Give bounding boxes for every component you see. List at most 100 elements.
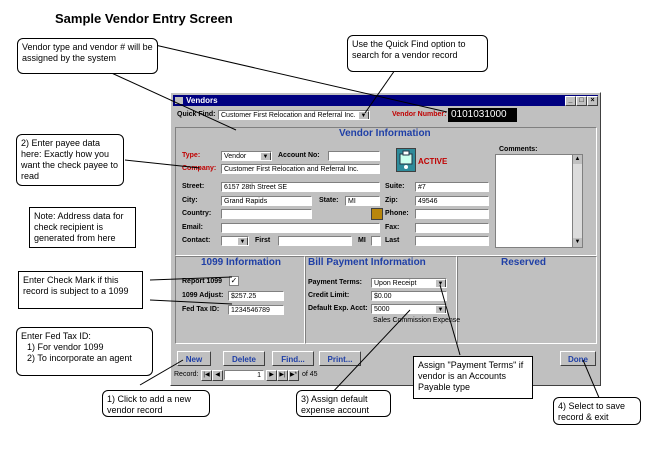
phone-label: Phone: (385, 210, 409, 217)
comments-label: Comments: (499, 146, 538, 153)
vendor-status-icon (396, 148, 416, 172)
title-bar: Vendors _ □ × (173, 95, 598, 106)
zip-label: Zip: (385, 197, 398, 204)
suite-label: Suite: (385, 183, 405, 190)
credit-limit-label: Credit Limit: (308, 292, 350, 299)
close-button[interactable]: × (587, 96, 598, 106)
first-label: First (255, 237, 271, 244)
callout-new-record: 1) Click to add a new vendor record (102, 390, 210, 417)
last-name-field[interactable] (415, 236, 489, 246)
report-1099-checkbox[interactable]: ✓ (229, 276, 239, 286)
fax-label: Fax: (385, 224, 400, 231)
minimize-button[interactable]: _ (565, 96, 576, 106)
type-value: Vendor (224, 153, 247, 160)
fax-field[interactable] (415, 223, 489, 233)
account-no-label: Account No: (278, 152, 320, 159)
suite-field[interactable]: #7 (415, 182, 489, 192)
default-exp-label: Default Exp. Acct: (308, 305, 368, 312)
comments-scrollbar[interactable]: ▲ ▼ (572, 155, 582, 247)
callout-payee: 2) Enter payee data here: Exactly how yo… (16, 134, 124, 186)
state-field[interactable]: MI (345, 196, 380, 206)
fed-tax-field[interactable]: 1234546789 (228, 305, 284, 315)
page-title: Sample Vendor Entry Screen (55, 11, 233, 26)
default-exp-description: Sales Commission Expense (373, 317, 461, 324)
window-title: Vendors (186, 96, 218, 105)
first-name-field[interactable] (278, 236, 352, 246)
nav-new-icon[interactable]: ▶* (288, 370, 299, 381)
section-1099-heading: 1099 Information (201, 257, 282, 268)
section-reserved-heading: Reserved (501, 257, 547, 268)
street-label: Street: (182, 183, 205, 190)
email-label: Email: (182, 224, 204, 231)
mi-label: MI (358, 237, 366, 244)
email-field[interactable] (221, 223, 380, 233)
street-field[interactable]: 6157 28th Street SE (221, 182, 380, 192)
report-1099-label: Report 1099 (182, 278, 223, 285)
vendors-window: Vendors _ □ × Quick Find: Customer First… (170, 92, 601, 386)
find-button[interactable]: Find... (272, 351, 314, 366)
quick-find-value: Customer First Relocation and Referral I… (221, 112, 356, 119)
folder-icon[interactable] (371, 208, 383, 220)
comments-box[interactable]: ▲ ▼ (495, 154, 583, 248)
type-select[interactable]: Vendor ▼ (221, 151, 272, 161)
callout-quick-find: Use the Quick Find option to search for … (347, 35, 488, 72)
nav-last-icon[interactable]: ▶| (277, 370, 288, 381)
zip-field[interactable]: 49546 (415, 196, 489, 206)
status-badge: ACTIVE (418, 157, 448, 166)
delete-button[interactable]: Delete (223, 351, 265, 366)
default-exp-value: 5000 (374, 306, 390, 313)
record-total: of 45 (302, 371, 318, 378)
contact-label: Contact: (182, 237, 211, 244)
window-icon (175, 97, 183, 104)
callout-fed-tax-item-1: 1) For vendor 1099 (27, 342, 104, 352)
nav-first-icon[interactable]: |◀ (201, 370, 212, 381)
account-no-field[interactable] (328, 151, 380, 161)
scroll-up-icon[interactable]: ▲ (573, 155, 582, 164)
dropdown-arrow-icon[interactable]: ▼ (435, 305, 446, 313)
record-navigator: Record: |◀ ◀ 1 ▶ ▶| ▶* of 45 (174, 370, 324, 381)
vendor-info-panel (175, 127, 597, 256)
done-button[interactable]: Done (560, 351, 596, 366)
contact-select[interactable]: ▼ (221, 236, 249, 246)
phone-field[interactable] (415, 209, 489, 219)
adjust-1099-field[interactable]: $257.25 (228, 291, 284, 301)
callout-check-mark: Enter Check Mark if this record is subje… (18, 271, 143, 309)
mi-field[interactable] (371, 236, 381, 246)
dropdown-arrow-icon[interactable]: ▼ (435, 279, 446, 287)
dropdown-arrow-icon[interactable]: ▼ (358, 111, 369, 119)
fed-tax-label: Fed Tax ID: (182, 306, 220, 313)
print-button[interactable]: Print... (319, 351, 361, 366)
city-field[interactable]: Grand Rapids (221, 196, 312, 206)
nav-next-icon[interactable]: ▶ (266, 370, 277, 381)
callout-fed-tax-item-2: 2) To incorporate an agent (27, 353, 132, 363)
payment-terms-select[interactable]: Upon Receipt ▼ (371, 278, 447, 288)
vendor-info-heading: Vendor Information (339, 128, 431, 139)
maximize-button[interactable]: □ (576, 96, 587, 106)
callout-fed-tax: Enter Fed Tax ID: 1) For vendor 1099 2) … (16, 327, 153, 376)
callout-payment-terms: Assign "Payment Terms" if vendor is an A… (413, 356, 533, 399)
new-button[interactable]: New (177, 351, 211, 366)
dropdown-arrow-icon[interactable]: ▼ (260, 152, 271, 160)
nav-prev-icon[interactable]: ◀ (212, 370, 223, 381)
panel-1099 (175, 256, 305, 344)
type-label: Type: (182, 152, 201, 159)
payment-terms-value: Upon Receipt (374, 280, 417, 287)
company-field[interactable]: Customer First Relocation and Referral I… (221, 164, 380, 174)
credit-limit-field[interactable]: $0.00 (371, 291, 447, 301)
country-field[interactable] (221, 209, 312, 219)
callout-save: 4) Select to save record & exit (553, 397, 641, 425)
scroll-down-icon[interactable]: ▼ (573, 238, 582, 247)
callout-fed-tax-title: Enter Fed Tax ID: (21, 331, 91, 341)
panel-bill-payment (305, 256, 457, 344)
vendor-number-label: Vendor Number: (392, 111, 447, 118)
quick-find-label: Quick Find: (177, 111, 216, 118)
company-label: Company: (182, 165, 217, 172)
record-number-field[interactable]: 1 (224, 370, 264, 380)
quick-find-select[interactable]: Customer First Relocation and Referral I… (218, 110, 370, 120)
dropdown-arrow-icon[interactable]: ▼ (237, 237, 248, 245)
callout-default-expense: 3) Assign default expense account (296, 390, 391, 417)
payment-terms-label: Payment Terms: (308, 279, 362, 286)
callout-address-note: Note: Address data for check recipient i… (29, 207, 136, 248)
panel-reserved (457, 256, 597, 344)
